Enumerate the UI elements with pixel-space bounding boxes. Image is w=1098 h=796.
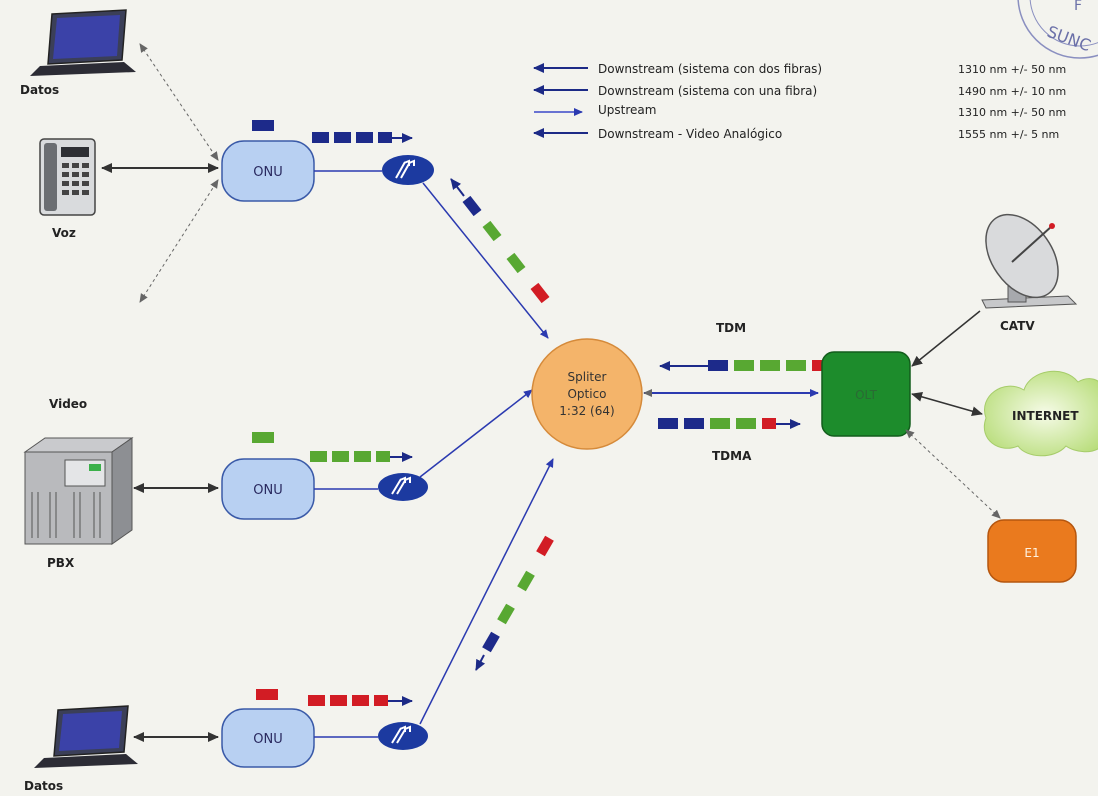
svg-text:Downstream - Video Analógico: Downstream - Video Analógico [598, 127, 782, 141]
packet-train-middle [310, 451, 413, 462]
legend-item-downstream-two-fibers: Downstream (sistema con dos fibras) 1310… [533, 62, 1066, 76]
tap-coupler-top [382, 155, 434, 185]
satellite-dish-icon [981, 213, 1078, 309]
datos-bottom-label: Datos [24, 779, 63, 792]
svg-text:Downstream (sistema con dos fi: Downstream (sistema con dos fibras) [598, 62, 822, 76]
packet-onu-middle [252, 432, 274, 443]
svg-text:OLT: OLT [855, 388, 877, 402]
onu-top: ONU [221, 140, 315, 202]
legend-item-downstream-video: Downstream - Video Analógico 1555 nm +/-… [533, 127, 1059, 141]
svg-text:Downstream (sistema con una fi: Downstream (sistema con una fibra) [598, 84, 817, 98]
catv-label: CATV [1000, 319, 1035, 333]
svg-text:1:32 (64): 1:32 (64) [559, 404, 614, 418]
internet-cloud-icon [983, 370, 1098, 457]
phone-icon [39, 138, 96, 216]
onu-middle: ONU [221, 458, 315, 520]
svg-text:F: F [1074, 0, 1082, 14]
datos-top-label: Datos [20, 83, 59, 97]
e1-box: E1 [987, 519, 1077, 583]
svg-text:1310 nm +/- 50 nm: 1310 nm +/- 50 nm [958, 63, 1066, 76]
packet-train-bottom [308, 695, 413, 706]
internet-label: INTERNET [1012, 409, 1079, 423]
tap-coupler-middle [378, 473, 428, 501]
svg-text:1555 nm +/- 5 nm: 1555 nm +/- 5 nm [958, 128, 1059, 141]
voz-label: Voz [52, 226, 76, 240]
svg-text:Spliter: Spliter [568, 370, 607, 384]
legend-item-upstream: Upstream 1310 nm +/- 50 nm [534, 103, 1066, 119]
tdma-label: TDMA [712, 449, 752, 463]
laptop-icon-top [30, 9, 136, 76]
optical-splitter: Spliter Optico 1:32 (64) [531, 338, 643, 450]
laptop-icon-bottom [34, 705, 138, 768]
tdma-packet-train [658, 418, 801, 429]
pbx-icon [23, 437, 134, 545]
olt-box: OLT [821, 351, 911, 437]
svg-text:ONU: ONU [253, 483, 282, 498]
video-label: Video [49, 397, 87, 411]
svg-text:ONU: ONU [253, 165, 282, 180]
svg-text:1490 nm +/- 10 nm: 1490 nm +/- 10 nm [958, 85, 1066, 98]
svg-text:Optico: Optico [567, 387, 606, 401]
svg-text:Upstream: Upstream [598, 103, 656, 117]
onu-bottom: ONU [221, 708, 315, 768]
packet-onu-top [252, 120, 274, 131]
packet-train-top [312, 132, 413, 143]
tap-coupler-bottom [378, 722, 428, 750]
legend-item-downstream-one-fiber: Downstream (sistema con una fibra) 1490 … [533, 84, 1066, 98]
legend: Downstream (sistema con dos fibras) 1310… [533, 62, 1066, 141]
svg-text:ONU: ONU [253, 732, 282, 747]
tdm-packet-train [659, 360, 830, 371]
olt-links [905, 310, 1001, 519]
svg-text:1310 nm +/- 50 nm: 1310 nm +/- 50 nm [958, 106, 1066, 119]
packet-onu-bottom [256, 689, 278, 700]
device-links [101, 43, 219, 742]
stamp-seal: SUNC F [1017, 0, 1098, 59]
stamp-text: SUNC [1045, 22, 1094, 55]
fiber-links-to-splitter [419, 182, 554, 725]
diagonal-packets-bottom [475, 535, 554, 671]
svg-text:E1: E1 [1024, 546, 1039, 560]
onu-tap-links [314, 170, 382, 738]
pbx-label: PBX [47, 556, 75, 570]
tdm-label: TDM [716, 321, 746, 335]
diagonal-packets-top [450, 178, 550, 304]
